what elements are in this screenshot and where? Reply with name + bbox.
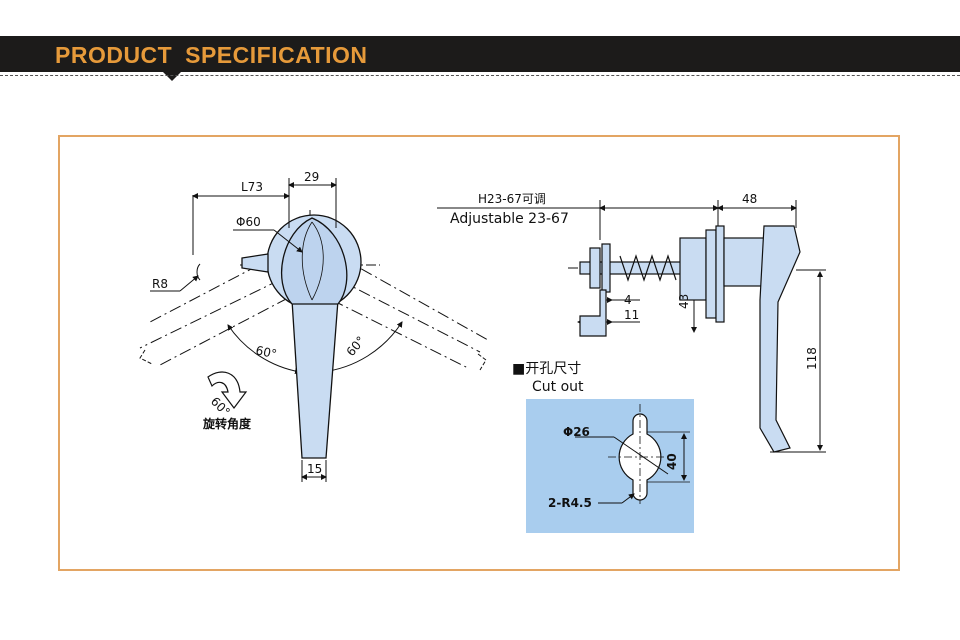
cutout-panel — [526, 399, 694, 533]
dim-h-en: Adjustable 23-67 — [450, 211, 569, 227]
dim-2-r45: 2-R4.5 — [548, 496, 592, 510]
cutout-title-cn: ■开孔尺寸 — [512, 361, 581, 377]
front-dimensions — [150, 178, 337, 482]
dim-r8: R8 — [152, 277, 168, 291]
rotate-angle-icon — [207, 371, 248, 409]
dim-h-cn: H23-67可调 — [478, 192, 546, 206]
angle-right-label: 60° — [344, 334, 368, 359]
dim-118: 118 — [805, 347, 819, 370]
header-divider — [0, 75, 960, 76]
dim-48: 48 — [742, 192, 757, 206]
dim-15: 15 — [307, 462, 322, 476]
angle-left-label: 60° — [254, 343, 278, 361]
dim-43: 43 — [677, 294, 691, 309]
cutout-title-en: Cut out — [532, 379, 584, 395]
cutout-hole — [575, 404, 690, 504]
page-title: PRODUCT SPECIFICATION — [55, 42, 368, 68]
spec-frame — [58, 135, 900, 571]
header-notch — [163, 72, 181, 81]
front-handle — [241, 214, 362, 459]
dim-l73: L73 — [241, 180, 263, 194]
dim-phi26: Φ26 — [563, 425, 590, 439]
rotate-caption: 旋转角度 — [202, 416, 252, 431]
header-bar — [0, 36, 960, 72]
dim-4: 4 — [624, 293, 632, 307]
dim-40: 40 — [665, 453, 679, 470]
dim-11: 11 — [624, 308, 639, 322]
side-lock-body — [579, 225, 801, 453]
dim-phi60: Φ60 — [236, 215, 261, 229]
dim-29: 29 — [304, 170, 319, 184]
